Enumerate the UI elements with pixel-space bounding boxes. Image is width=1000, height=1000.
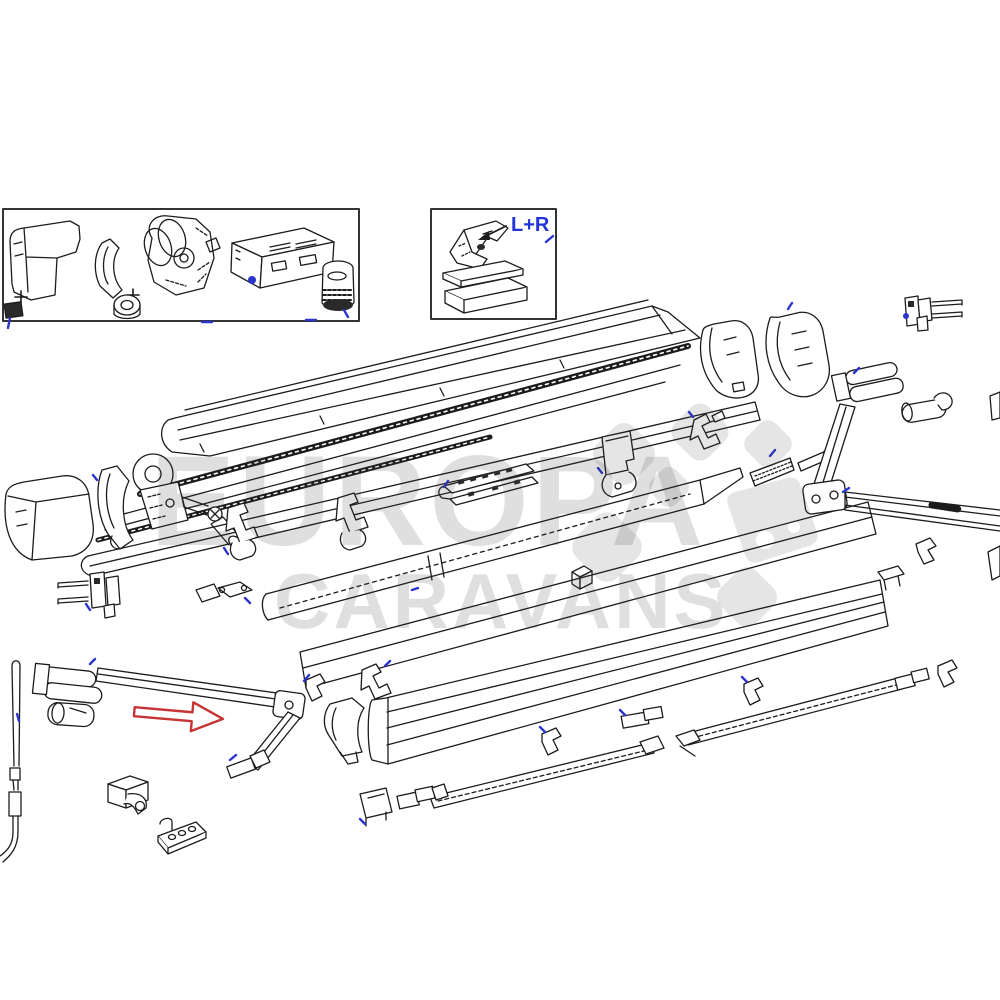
perforated-strip-icon — [438, 463, 539, 506]
pointer-arrow — [132, 701, 225, 733]
left-end-cap-icon — [4, 475, 94, 561]
pin-bracket-left-icon — [57, 571, 121, 619]
hanger-bracket-mid-icon — [601, 430, 637, 498]
tension-rafter-right-icon — [675, 659, 958, 757]
front-rail-end-cover-icon — [323, 697, 365, 765]
gear-motor-assembly-icon — [143, 215, 221, 296]
foot-bracket-icon — [107, 775, 149, 815]
hanger-clip-a-icon — [225, 502, 259, 561]
spring-arm-left-icon — [31, 662, 306, 779]
marker-ticks — [6, 234, 861, 826]
end-cap-shell-outer-icon — [765, 311, 831, 398]
front-rail-clip-left-icon — [305, 673, 326, 702]
front-rail-profile-icon — [367, 579, 889, 765]
wall-clamp-bracket-icon — [94, 238, 141, 320]
tension-rafter-left-icon — [359, 705, 665, 827]
plus-mark-left — [14, 290, 28, 304]
spring-link-icon — [195, 581, 253, 603]
adapter-block-tall-icon — [444, 277, 528, 314]
ring-clamp-icon — [97, 465, 134, 550]
front-rail-claw-icon — [360, 663, 392, 700]
fabric-lead-band-icon — [299, 501, 877, 689]
inset-box-secondary-frame — [430, 208, 557, 320]
cassette-lid-profile-icon — [95, 299, 701, 543]
claw-bracket-mid-icon — [689, 410, 726, 450]
fixing-chip-icon — [3, 301, 24, 319]
pin-bracket-top-right-icon — [903, 295, 963, 332]
inset-box-secondary — [430, 208, 557, 320]
right-lower-clips-icon — [877, 537, 1000, 591]
inset-box-primary — [2, 208, 360, 322]
control-unit-icon — [230, 227, 335, 289]
cassette-back-profile-icon — [80, 401, 761, 577]
lr-label: L+R — [511, 214, 550, 236]
end-cap-shell-inner-icon — [699, 320, 760, 399]
marker-dot-control-unit — [248, 276, 256, 284]
inset-box-primary-frame — [2, 208, 360, 322]
hanger-clip-b-icon — [335, 492, 369, 551]
right-edge-clip-icon — [989, 391, 1000, 421]
lr-callout-arrowhead — [478, 231, 490, 240]
disc-bracket-icon — [132, 453, 189, 530]
end-cover-cap-icon — [9, 220, 81, 301]
mounting-plate-icon — [157, 817, 207, 855]
crank-rod-icon — [0, 660, 22, 863]
cylinder-latch-right-icon — [901, 392, 953, 423]
motor-adapter-icon — [321, 260, 355, 311]
spring-arm-right-icon — [802, 361, 1000, 532]
